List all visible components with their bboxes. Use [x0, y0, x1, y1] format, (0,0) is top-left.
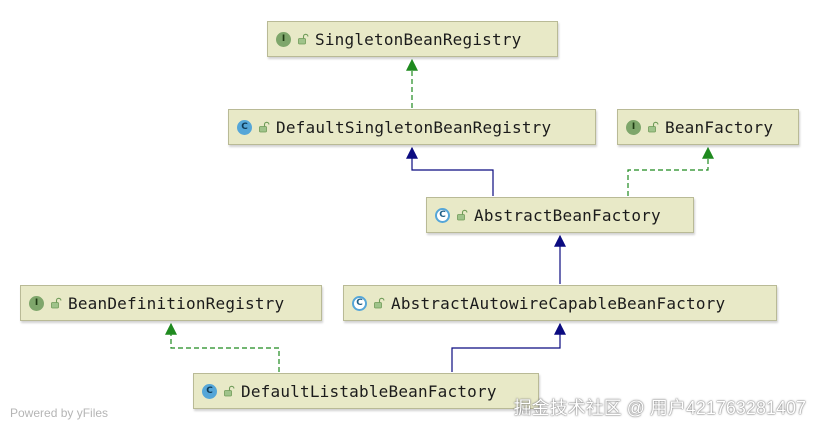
interface-icon: I	[276, 31, 291, 47]
interface-icon: I	[29, 295, 44, 311]
unlock-icon	[298, 33, 309, 45]
powered-by-credit: Powered by yFiles	[10, 406, 109, 420]
node-abstract-bean-factory[interactable]: C AbstractBeanFactory	[426, 197, 694, 233]
class-icon: C	[202, 383, 217, 399]
node-label: SingletonBeanRegistry	[315, 29, 522, 49]
interface-icon: I	[626, 119, 641, 135]
unlock-icon	[224, 385, 235, 397]
watermark: 掘金技术社区 @ 用户421763281407	[513, 398, 806, 418]
node-label: AbstractBeanFactory	[474, 205, 661, 225]
abstract-class-icon: C	[435, 207, 450, 223]
node-default-listable-bean-factory[interactable]: C DefaultListableBeanFactory	[193, 373, 539, 409]
node-label: DefaultListableBeanFactory	[241, 381, 497, 401]
unlock-icon	[374, 297, 385, 309]
node-bean-factory[interactable]: I BeanFactory	[617, 109, 799, 145]
edge-listable-to-bean-definition-registry	[165, 322, 280, 372]
unlock-icon	[457, 209, 468, 221]
node-default-singleton-bean-registry[interactable]: C DefaultSingletonBeanRegistry	[228, 109, 596, 145]
class-icon: C	[237, 119, 252, 135]
unlock-icon	[51, 297, 62, 309]
node-abstract-autowire-capable-bean-factory[interactable]: C AbstractAutowireCapableBeanFactory	[343, 285, 777, 321]
node-label: BeanDefinitionRegistry	[68, 293, 285, 313]
node-label: BeanFactory	[665, 117, 774, 137]
edge-listable-to-autowire	[451, 322, 566, 372]
edge-abstract-bean-factory-to-default-singleton	[406, 146, 494, 196]
node-label: DefaultSingletonBeanRegistry	[276, 117, 552, 137]
abstract-class-icon: C	[352, 295, 367, 311]
node-bean-definition-registry[interactable]: I BeanDefinitionRegistry	[20, 285, 322, 321]
edge-abstract-bean-factory-to-bean-factory	[627, 146, 714, 196]
unlock-icon	[259, 121, 270, 133]
node-singleton-bean-registry[interactable]: I SingletonBeanRegistry	[267, 21, 558, 57]
node-label: AbstractAutowireCapableBeanFactory	[391, 293, 726, 313]
unlock-icon	[648, 121, 659, 133]
